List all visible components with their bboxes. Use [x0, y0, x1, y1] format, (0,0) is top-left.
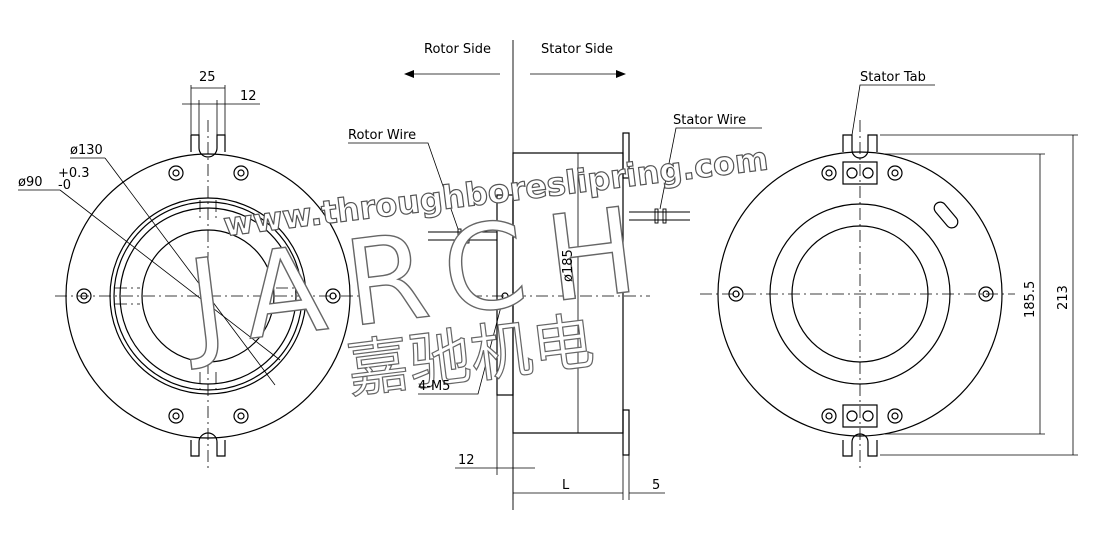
dim-outer-dia: ø130: [70, 143, 103, 158]
left-view: [18, 85, 362, 470]
watermark: www.throughboreslipring.com JARCH 嘉驰机电: [174, 139, 771, 408]
labels: Rotor Side Stator Side Rotor Wire Stator…: [18, 42, 1071, 493]
dim-tab-slot: 12: [240, 89, 257, 104]
screw-label: 4-M5: [418, 379, 450, 394]
rotor-side-label: Rotor Side: [424, 42, 491, 57]
dim-bore-tol-lower: -0: [58, 178, 71, 193]
dim-body-dia: ø185: [561, 249, 576, 282]
dim-tab-span: 185.5: [1023, 281, 1038, 318]
dim-flange-thickness: 12: [458, 453, 475, 468]
right-view: [700, 84, 1078, 470]
dim-bore-dia: ø90: [18, 175, 43, 190]
dim-tab-thickness: 5: [652, 478, 660, 493]
side-view: [348, 40, 762, 510]
stator-wire-label: Stator Wire: [673, 113, 746, 128]
stator-side-label: Stator Side: [541, 42, 613, 57]
dim-length: L: [562, 478, 570, 493]
stator-tab-label: Stator Tab: [860, 70, 926, 85]
dim-overall-height: 213: [1056, 285, 1071, 310]
rotor-wire-label: Rotor Wire: [348, 128, 416, 143]
dim-tab-width: 25: [199, 70, 216, 85]
dim-bore-tol-upper: +0.3: [58, 166, 90, 181]
